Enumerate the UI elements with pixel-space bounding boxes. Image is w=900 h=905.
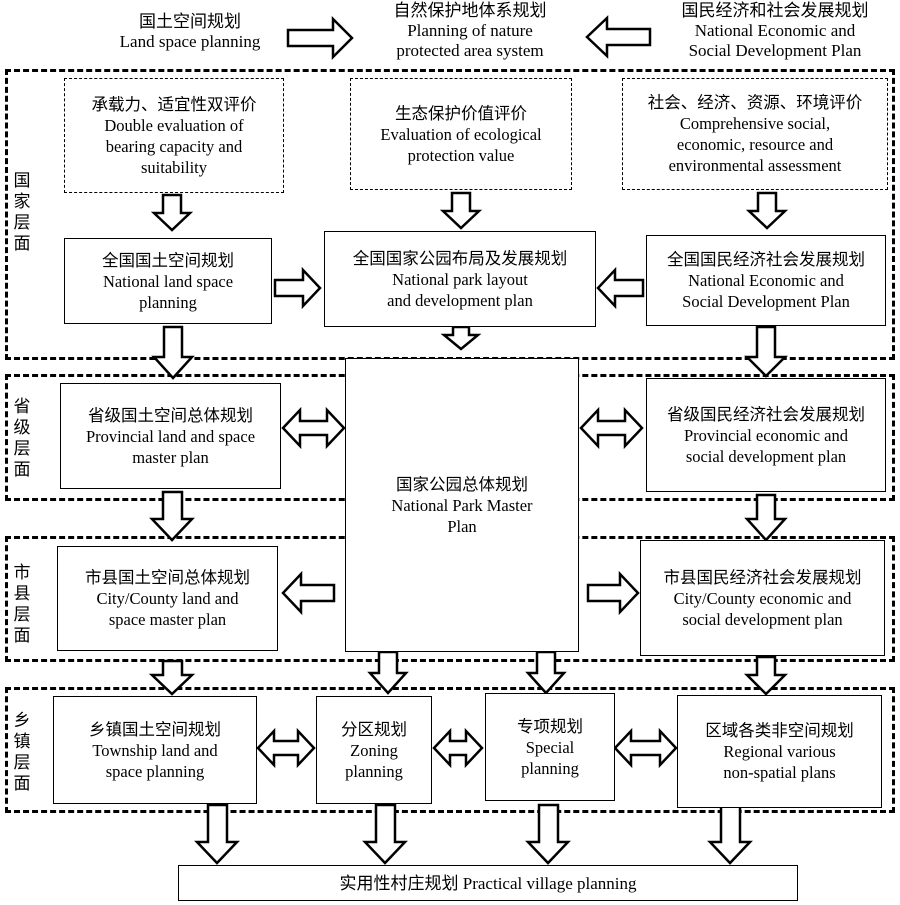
down-arrow-icon (367, 650, 409, 695)
double-arrow-icon (613, 727, 678, 769)
down-arrow-icon (362, 803, 408, 865)
regional-non-spatial-plans-box: 区域各类非空间规划 Regional various non-spatial p… (677, 695, 882, 808)
left-arrow-icon (281, 570, 336, 616)
provincial-economic-development-plan-box: 省级国民经济社会发展规划 Provincial economic and soc… (646, 378, 886, 492)
double-arrow-icon (432, 727, 484, 769)
down-arrow-icon (194, 803, 240, 865)
national-economic-development-plan-box: 全国国民经济社会发展规划 National Economic and Socia… (646, 235, 886, 326)
practical-village-planning-box: 实用性村庄规划 Practical village planning (178, 865, 798, 901)
top-economic-social-development-plan: 国民经济和社会发展规划 National Economic and Social… (681, 1, 869, 60)
ecological-protection-evaluation-box: 生态保护价值评价 Evaluation of ecological protec… (350, 78, 572, 190)
township-level-label: 乡镇层面 (13, 711, 31, 793)
down-arrow-icon (525, 803, 571, 865)
township-land-space-planning-box: 乡镇国土空间规划 Township land and space plannin… (53, 696, 257, 804)
national-park-master-plan-box: 国家公园总体规划 National Park Master Plan (345, 358, 579, 652)
right-arrow-icon (586, 570, 640, 616)
double-arrow-icon (256, 727, 316, 769)
city-county-land-space-master-plan-box: 市县国土空间总体规划 City/County land and space ma… (57, 546, 278, 651)
right-arrow-icon (273, 266, 322, 310)
national-level-label: 国家层面 (13, 171, 31, 253)
top-arrow-left-icon (585, 15, 652, 59)
down-arrow-icon (707, 803, 753, 865)
down-arrow-icon (743, 655, 789, 696)
top-nature-protected-area-planning: 自然保护地体系规划 Planning of nature protected a… (393, 1, 547, 60)
down-arrow-icon (439, 191, 483, 230)
down-arrow-icon (151, 325, 195, 380)
double-arrow-icon (281, 406, 346, 450)
down-arrow-icon (149, 490, 195, 542)
top-land-space-planning: 国土空间规划 Land space planning (119, 12, 261, 51)
city-level-label: 市县层面 (13, 563, 31, 645)
bearing-capacity-evaluation-box: 承载力、适宜性双评价 Double evaluation of bearing … (64, 78, 284, 193)
down-arrow-icon (440, 325, 482, 351)
provincial-land-space-master-plan-box: 省级国土空间总体规划 Provincial land and space mas… (60, 383, 281, 489)
double-arrow-icon (579, 406, 644, 450)
city-county-economic-development-plan-box: 市县国民经济社会发展规划 City/County economic and so… (640, 540, 885, 656)
down-arrow-icon (148, 659, 196, 696)
down-arrow-icon (745, 191, 789, 230)
down-arrow-icon (744, 493, 788, 542)
provincial-level-label: 省级层面 (13, 397, 31, 479)
zoning-planning-box: 分区规划 Zoning planning (316, 696, 432, 804)
special-planning-box: 专项规划 Special planning (485, 693, 615, 801)
comprehensive-assessment-box: 社会、经济、资源、环境评价 Comprehensive social, econ… (622, 78, 888, 190)
down-arrow-icon (743, 325, 789, 378)
down-arrow-icon (150, 193, 194, 232)
township-level-frame (5, 687, 895, 813)
national-park-layout-plan-box: 全国国家公园布局及发展规划 National park layout and d… (324, 231, 596, 327)
top-arrow-right-icon (286, 15, 354, 61)
down-arrow-icon (525, 650, 567, 695)
national-land-space-planning-box: 全国国土空间规划 National land space planning (64, 238, 272, 324)
left-arrow-icon (596, 266, 645, 310)
